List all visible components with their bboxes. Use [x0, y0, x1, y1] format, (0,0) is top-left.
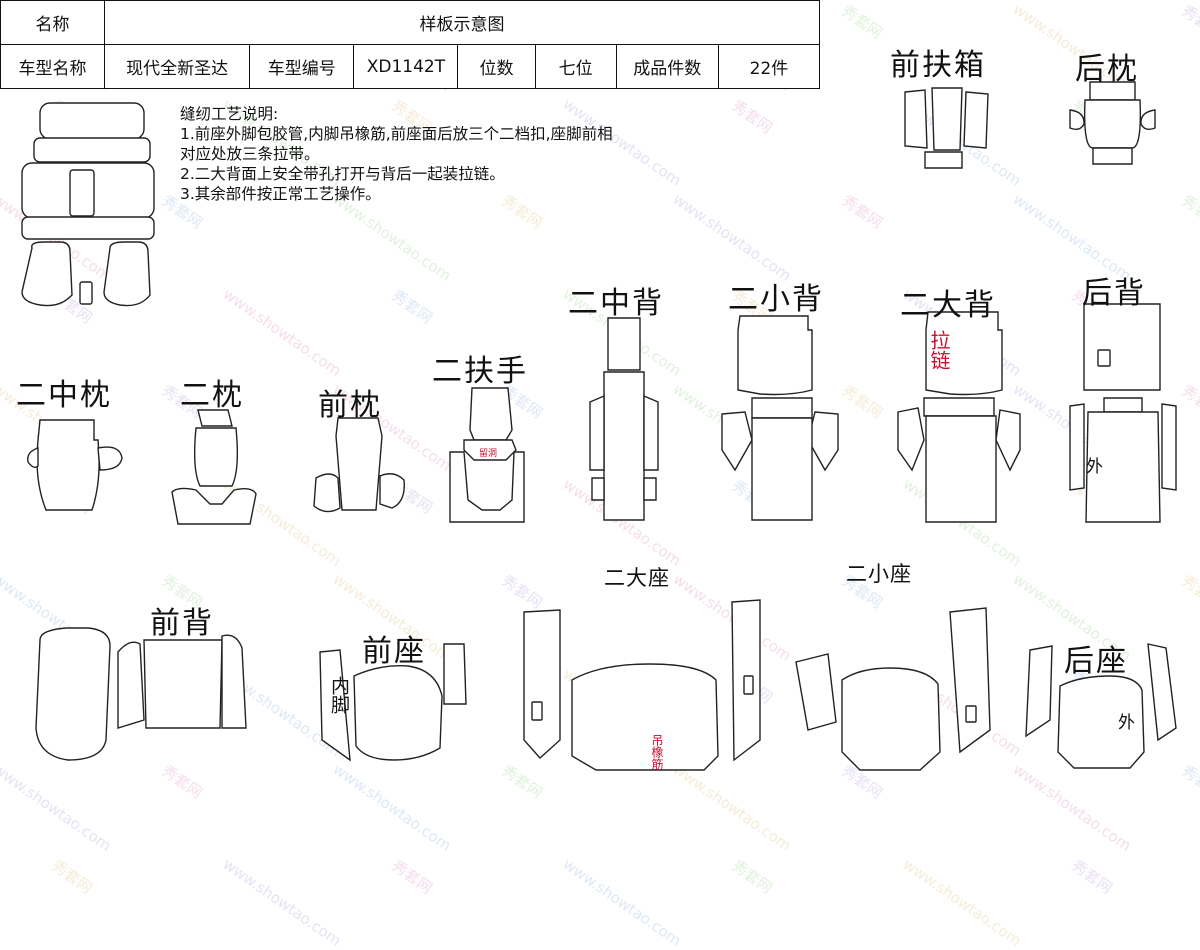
shape-rear-seat [1025, 643, 1177, 769]
label-second-middle-pillow: 二中枕 [16, 378, 112, 413]
watermark-text: 秀套网 [728, 856, 776, 898]
instruction-line-2: 对应处放三条拉带。 [180, 145, 320, 163]
shape-rear-pillow [1069, 81, 1156, 165]
watermark-text: www.showtao.com [559, 855, 685, 950]
shape-second-small-back [721, 315, 839, 521]
pattern-outlines [21, 81, 1177, 771]
shape-second-pillow [171, 409, 257, 525]
seats-value: 七位 [534, 44, 617, 89]
label-second-middle-back: 二中背 [568, 286, 664, 321]
shape-second-big-seat [523, 599, 761, 771]
annotation-outer-rear-seat: 外 [1118, 713, 1135, 733]
shape-front-pillow [313, 417, 405, 513]
header-row-top: 名称 样板示意图 [0, 0, 820, 45]
instruction-line-1: 1.前座外脚包胶管,内脚吊橡筋,前座面后放三个二档扣,座脚前相 [180, 125, 613, 143]
piece-count-value: 22件 [717, 44, 821, 89]
annotation-zipper: 拉链 [927, 330, 951, 370]
annotation-armrest-mark: 留洞 [479, 449, 498, 459]
shape-second-middle-pillow [27, 419, 123, 511]
label-second-pillow: 二枕 [180, 378, 244, 413]
label-front-armbox: 前扶箱 [890, 48, 986, 83]
shape-front-armbox [904, 87, 989, 169]
watermark-text: www.showtao.com [0, 855, 5, 950]
annotation-elastic-hang: 吊橡筋 [650, 734, 664, 770]
shape-second-middle-back [589, 317, 659, 521]
instructions-title: 缝纫工艺说明: [180, 105, 279, 123]
shape-second-big-back [897, 311, 1021, 523]
annotation-inner-leg: 内脚 [328, 676, 350, 714]
model-name-value: 现代全新圣达 [103, 44, 251, 89]
sewing-instructions: 缝纫工艺说明: 1.前座外脚包胶管,内脚吊橡筋,前座面后放三个二档扣,座脚前相 … [180, 104, 820, 204]
piece-count-label: 成品件数 [615, 44, 719, 89]
shape-second-armrest [449, 387, 525, 523]
instruction-line-3: 2.二大背面上安全带孔打开与背后一起装拉链。 [180, 165, 505, 183]
annotation-outer-rear-back: 外 [1086, 457, 1103, 477]
seats-label: 位数 [457, 44, 536, 89]
label-front-back: 前背 [150, 606, 214, 641]
seat-overview-thumbnail [21, 102, 155, 307]
model-name-label: 车型名称 [0, 44, 105, 89]
shape-front-back [35, 627, 247, 761]
sheet-title: 样板示意图 [104, 0, 820, 45]
label-second-big-back: 二大背 [900, 288, 996, 323]
watermark-text: www.showtao.com [219, 855, 345, 950]
watermark-text: 秀套网 [48, 856, 96, 898]
name-label: 名称 [0, 0, 105, 45]
label-rear-back: 后背 [1082, 276, 1146, 311]
shape-rear-back [1069, 303, 1177, 523]
label-front-seat: 前座 [362, 634, 426, 669]
header-row-bottom: 车型名称 现代全新圣达 车型编号 XD1142T 位数 七位 成品件数 22件 [0, 44, 821, 89]
instruction-line-4: 3.其余部件按正常工艺操作。 [180, 185, 381, 203]
watermark-text: 秀套网 [1068, 856, 1116, 898]
header-table: 名称 样板示意图 车型名称 现代全新圣达 车型编号 XD1142T 位数 七位 … [0, 0, 821, 89]
label-front-pillow: 前枕 [318, 388, 382, 423]
label-second-big-seat: 二大座 [604, 566, 670, 590]
label-second-small-seat: 二小座 [846, 562, 912, 586]
shape-front-seat [319, 643, 467, 762]
label-rear-seat: 后座 [1064, 644, 1128, 679]
model-code-label: 车型编号 [249, 44, 355, 89]
label-second-armrest: 二扶手 [432, 354, 528, 389]
label-rear-pillow: 后枕 [1075, 52, 1139, 87]
shape-second-small-seat [795, 607, 991, 771]
watermark-text: www.showtao.com [899, 855, 1025, 950]
model-code-value: XD1142T [353, 44, 459, 89]
label-second-small-back: 二小背 [728, 282, 824, 317]
watermark-text: 秀套网 [388, 856, 436, 898]
